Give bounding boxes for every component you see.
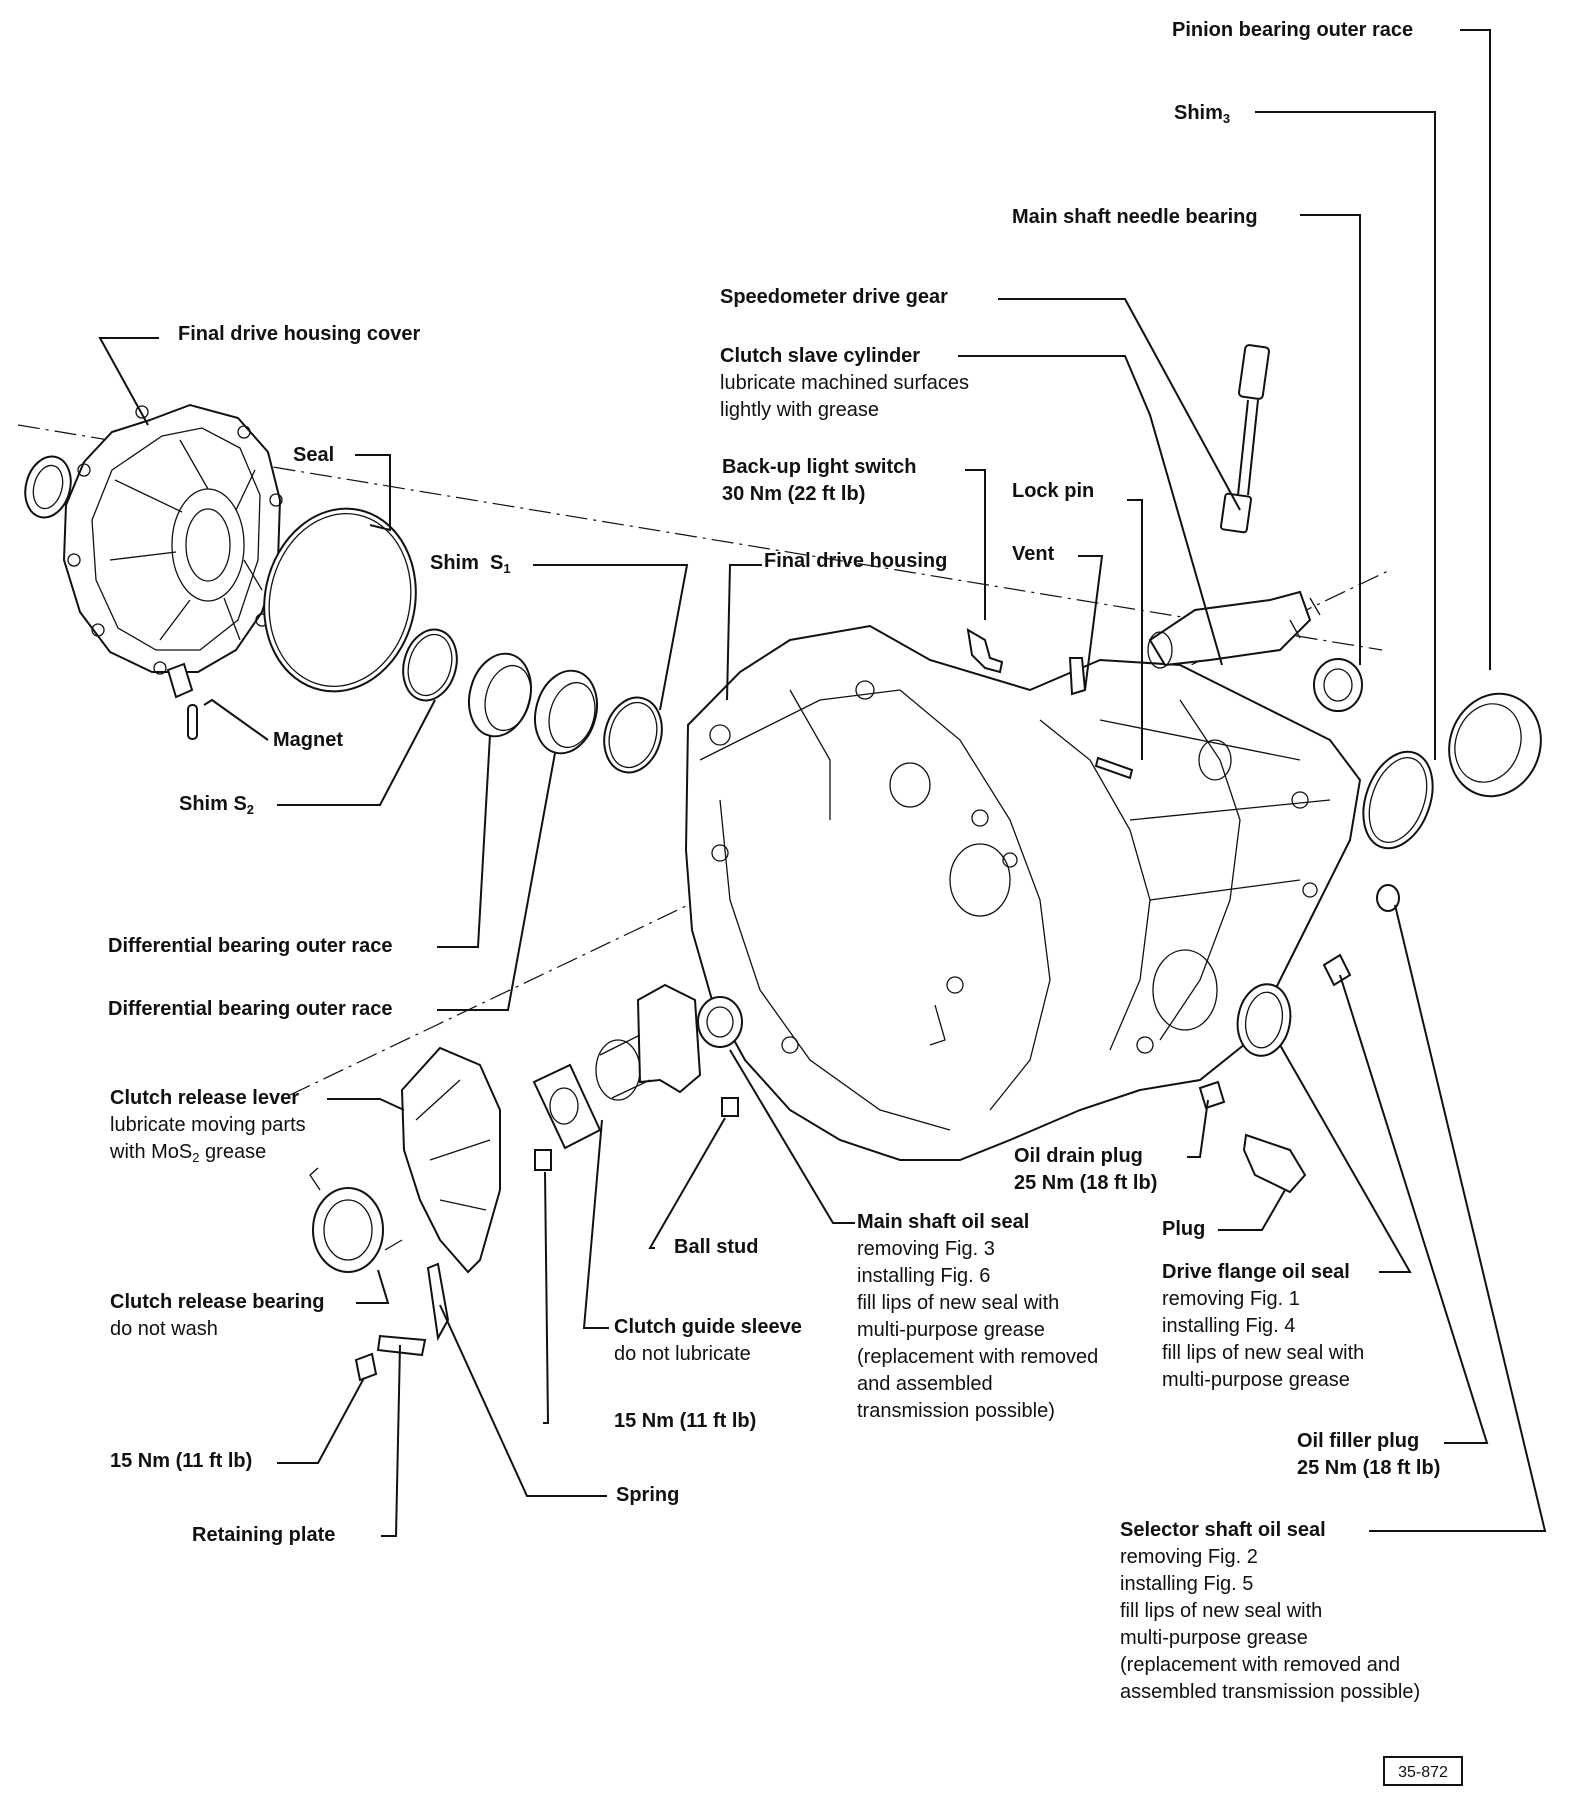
label-drive-flange-oil-seal: Drive flange oil seal removing Fig. 1 in… [1162, 1261, 1365, 1391]
label-seal: Seal [293, 444, 335, 466]
label-retaining-plate: Retaining plate [192, 1524, 336, 1546]
label-main-shaft-needle-bearing: Main shaft needle bearing [1012, 206, 1258, 228]
label-speedometer-drive-gear: Speedometer drive gear [720, 286, 948, 308]
final-drive-housing-part [684, 624, 1362, 1161]
shim-s2-part [402, 628, 458, 702]
lock-pin-part [1094, 756, 1134, 780]
label-clutch-slave-cylinder: Clutch slave cylinder lubricate machined… [720, 345, 970, 421]
clutch-slave-cylinder-part [1147, 590, 1321, 669]
label-shim3: Shim3 [1174, 102, 1231, 126]
clutch-release-lever-part [400, 1046, 501, 1274]
label-lock-pin: Lock pin [1012, 480, 1095, 502]
speedometer-drive-gear-part [1220, 344, 1270, 534]
label-plug: Plug [1162, 1218, 1206, 1240]
diff-bearing-outer-race-2-part [534, 669, 598, 755]
label-back-up-light-switch: Back-up light switch 30 Nm (22 ft lb) [722, 456, 917, 505]
magnet-part [166, 662, 198, 740]
label-clutch-guide-sleeve: Clutch guide sleeve do not lubricate [614, 1316, 802, 1365]
label-vent: Vent [1012, 543, 1055, 565]
oil-drain-plug-part [1198, 1080, 1226, 1110]
label-clutch-release-lever: Clutch release lever lubricate moving pa… [110, 1087, 306, 1165]
clutch-release-bearing-part [309, 1167, 403, 1273]
vent-part [1068, 657, 1087, 696]
label-selector-shaft-oil-seal: Selector shaft oil seal removing Fig. 2 … [1120, 1519, 1421, 1703]
label-torque-15nm-retaining-plate: 15 Nm (11 ft lb) [110, 1450, 253, 1472]
retaining-plate-bolt [354, 1352, 378, 1382]
label-clutch-release-bearing: Clutch release bearing do not wash [110, 1291, 325, 1340]
pinion-bearing-outer-race-part [1448, 692, 1542, 798]
retaining-plate-part [376, 1334, 427, 1357]
label-spring: Spring [616, 1484, 680, 1506]
selector-shaft-oil-seal-part [1376, 884, 1400, 912]
leader-lines [98, 29, 1547, 1537]
shim-s1-part [603, 696, 663, 774]
oil-filler-plug-part [1322, 953, 1352, 987]
label-oil-filler-plug: Oil filler plug 25 Nm (18 ft lb) [1297, 1430, 1441, 1479]
label-diff-bearing-outer-race-2: Differential bearing outer race [108, 998, 393, 1020]
plug-part [1242, 1133, 1307, 1194]
drive-flange-oil-seal-part [1236, 983, 1292, 1057]
guide-sleeve-plate [532, 1063, 602, 1150]
label-ball-stud: Ball stud [674, 1236, 759, 1258]
ball-stud-part [721, 1097, 739, 1117]
final-drive-housing-cover-part [24, 403, 283, 675]
spring-part [426, 1262, 450, 1342]
label-pinion-bearing-outer-race: Pinion bearing outer race [1172, 19, 1414, 41]
main-shaft-needle-bearing-part [1313, 658, 1363, 712]
diff-bearing-outer-race-1-part [468, 652, 532, 738]
label-final-drive-housing: Final drive housing [764, 550, 948, 572]
seal-ring [263, 507, 417, 693]
main-shaft-oil-seal-part [697, 996, 743, 1048]
guide-sleeve-bolt [534, 1149, 552, 1171]
label-shim-s1: Shim S1 [430, 552, 511, 576]
clutch-guide-sleeve-part [595, 983, 702, 1101]
label-magnet: Magnet [273, 729, 343, 751]
label-diff-bearing-outer-race-1: Differential bearing outer race [108, 935, 393, 957]
back-up-light-switch-part [966, 628, 1004, 674]
label-main-shaft-oil-seal: Main shaft oil seal removing Fig. 3 inst… [857, 1211, 1099, 1422]
label-torque-15nm-guide-sleeve: 15 Nm (11 ft lb) [614, 1410, 757, 1432]
label-shim-s2: Shim S2 [179, 793, 255, 817]
label-oil-drain-plug: Oil drain plug 25 Nm (18 ft lb) [1014, 1145, 1158, 1194]
label-final-drive-housing-cover: Final drive housing cover [178, 323, 421, 345]
figure-id: 35-872 [1383, 1756, 1463, 1786]
